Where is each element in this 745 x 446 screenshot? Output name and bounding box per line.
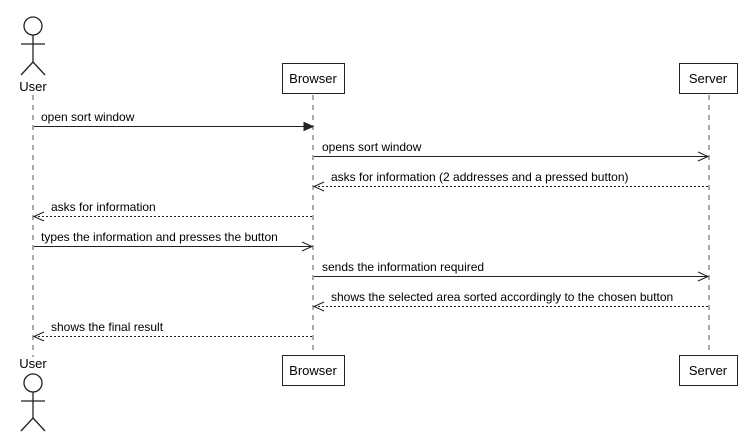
actor-user-label: User: [19, 356, 47, 371]
stick-figure-icon: [20, 16, 46, 76]
message-3-label: asks for information (2 addresses and a …: [331, 170, 629, 184]
participant-server-bottom: Server: [679, 355, 738, 386]
open-arrowhead-icon: [301, 241, 314, 252]
message-5: types the information and presses the bu…: [34, 230, 314, 252]
message-5-label: types the information and presses the bu…: [41, 230, 278, 244]
participant-server-top: Server: [679, 63, 738, 94]
open-arrowhead-icon: [312, 301, 325, 312]
message-6: sends the information required: [314, 260, 710, 282]
participant-browser-box: [282, 63, 345, 94]
participant-server-label: Server: [689, 71, 728, 86]
participant-browser-label: Browser: [289, 71, 337, 86]
open-arrowhead-icon: [697, 271, 710, 282]
open-arrowhead-icon: [32, 211, 45, 222]
open-arrowhead-icon: [697, 151, 710, 162]
actor-user-top: User: [19, 16, 47, 94]
message-4-label: asks for information: [51, 200, 156, 214]
participant-browser-label: Browser: [289, 363, 337, 378]
participant-browser-bottom: Browser: [282, 355, 345, 386]
message-1: open sort window: [34, 110, 315, 132]
message-7: shows the selected area sorted according…: [312, 290, 708, 312]
message-2: opens sort window: [314, 140, 710, 162]
message-7-label: shows the selected area sorted according…: [331, 290, 673, 304]
stick-figure-icon: [20, 373, 46, 432]
message-1-label: open sort window: [41, 110, 135, 124]
filled-arrowhead-icon: [303, 121, 315, 132]
message-8: shows the final result: [32, 320, 312, 342]
open-arrowhead-icon: [32, 331, 45, 342]
message-8-label: shows the final result: [51, 320, 164, 334]
participant-server-label: Server: [689, 363, 728, 378]
participant-server-box: [679, 355, 738, 386]
message-3: asks for information (2 addresses and a …: [312, 170, 708, 192]
actor-user-bottom: User: [19, 356, 47, 432]
participant-server-box: [679, 63, 738, 94]
participant-browser-top: Browser: [282, 63, 345, 94]
open-arrowhead-icon: [312, 181, 325, 192]
actor-user-label: User: [19, 79, 47, 94]
message-6-label: sends the information required: [322, 260, 484, 274]
message-4: asks for information: [32, 200, 312, 222]
participant-browser-box: [282, 355, 345, 386]
message-2-label: opens sort window: [322, 140, 422, 154]
